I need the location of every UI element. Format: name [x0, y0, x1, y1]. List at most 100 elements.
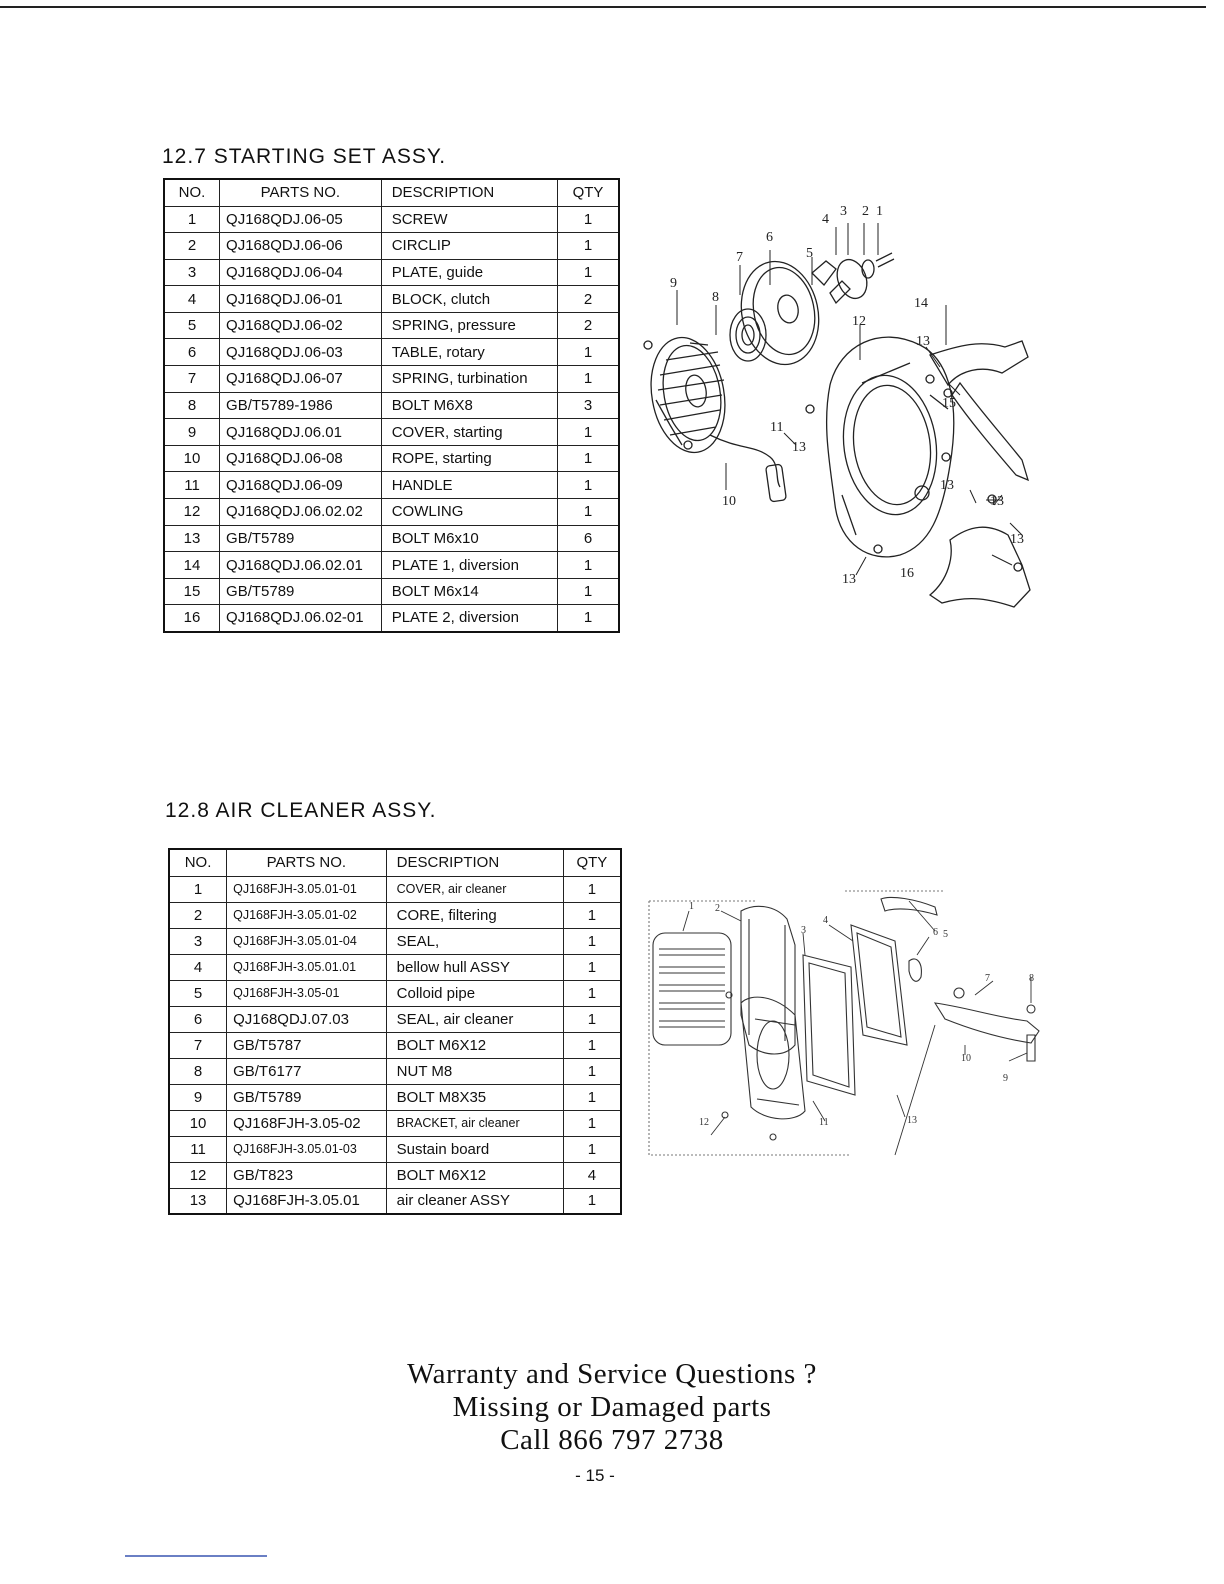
- row-description: COVER, air cleaner: [385, 875, 564, 903]
- row-description: BOLT M6X12: [385, 1031, 564, 1059]
- callout-label: 13: [907, 1115, 917, 1126]
- footer-missing-parts-line: Missing or Damaged parts: [452, 1391, 772, 1423]
- callout-label: 5: [943, 929, 948, 940]
- row-qty: 1: [556, 338, 620, 367]
- row-description: CIRCLIP: [380, 232, 558, 260]
- row-no: 7: [163, 365, 221, 393]
- row-qty: 1: [562, 953, 622, 981]
- row-description: SPRING, turbination: [380, 365, 558, 393]
- row-parts-no: QJ168FJH-3.05-02: [226, 1109, 387, 1137]
- screw-drawing: [875, 252, 895, 268]
- callout-label: 11: [819, 1117, 829, 1128]
- row-qty: 4: [562, 1161, 622, 1189]
- row-no: 11: [163, 471, 221, 500]
- callout-label: 8: [1029, 973, 1034, 984]
- clutch-block-drawing: [811, 260, 851, 305]
- row-no: 8: [168, 1057, 228, 1085]
- diversion-plate-2-drawing: [928, 526, 1031, 608]
- row-description: COWLING: [380, 498, 558, 526]
- row-parts-no: GB/T5789-1986: [219, 391, 382, 420]
- row-parts-no: QJ168FJH-3.05.01-04: [226, 927, 387, 955]
- callout-label: 7: [736, 250, 743, 265]
- row-qty: 1: [556, 604, 620, 632]
- row-qty: 1: [562, 1083, 622, 1111]
- row-description: BLOCK, clutch: [380, 285, 558, 313]
- row-description: NUT M8: [385, 1057, 564, 1085]
- callout-label: 9: [1003, 1073, 1008, 1084]
- row-description: air cleaner ASSY: [385, 1187, 564, 1215]
- row-qty: 1: [556, 258, 620, 287]
- filtering-core-drawing: [652, 932, 732, 1046]
- starting-rope-drawing: [709, 434, 781, 488]
- row-qty: 1: [562, 979, 622, 1007]
- row-qty: 6: [556, 524, 620, 553]
- callout-label: 3: [801, 925, 806, 936]
- row-qty: 1: [562, 927, 622, 955]
- callout-label: 6: [766, 230, 773, 245]
- row-no: 12: [168, 1161, 228, 1189]
- bellow-hull-drawing: [740, 996, 806, 1120]
- row-description: SPRING, pressure: [380, 311, 558, 340]
- row-parts-no: QJ168QDJ.06.02-01: [219, 604, 382, 632]
- row-no: 12: [163, 498, 221, 526]
- row-description: PLATE, guide: [380, 258, 558, 287]
- section-title-starting-set: 12.7 STARTING SET ASSY.: [162, 145, 447, 168]
- row-description: SEAL,: [385, 927, 564, 955]
- callout-label: 16: [900, 566, 914, 581]
- row-description: PLATE 1, diversion: [380, 551, 558, 579]
- row-parts-no: GB/T5789: [219, 524, 382, 553]
- row-no: 9: [168, 1083, 228, 1111]
- row-description: SCREW: [380, 205, 558, 234]
- row-qty: 1: [562, 1187, 622, 1215]
- row-parts-no: QJ168FJH-3.05.01-02: [226, 901, 387, 929]
- starting-handle-drawing: [765, 463, 787, 503]
- callout-label: 7: [985, 973, 990, 984]
- callout-label: 4: [823, 915, 828, 926]
- callout-label: 11: [770, 420, 783, 435]
- row-description: COVER, starting: [380, 418, 558, 446]
- row-parts-no: QJ168QDJ.06-01: [219, 285, 382, 313]
- leader-lines: [676, 223, 1023, 576]
- row-description: CORE, filtering: [385, 901, 564, 929]
- footer-warranty-line: Warranty and Service Questions ?: [407, 1358, 817, 1390]
- row-qty: 1: [556, 365, 620, 393]
- callout-label: 3: [840, 204, 847, 219]
- row-description: BRACKET, air cleaner: [385, 1109, 564, 1137]
- air-cleaner-bracket-drawing: [933, 1002, 1040, 1044]
- header-parts-no: PARTS NO.: [226, 848, 387, 877]
- row-parts-no: QJ168QDJ.06-02: [219, 311, 382, 340]
- row-qty: 1: [562, 1109, 622, 1137]
- bottom-mark: [125, 1555, 267, 1557]
- row-parts-no: QJ168QDJ.06.02.01: [219, 551, 382, 579]
- row-parts-no: GB/T5789: [226, 1083, 387, 1111]
- header-no: NO.: [163, 178, 221, 207]
- header-parts-no: PARTS NO.: [219, 178, 382, 207]
- row-parts-no: QJ168FJH-3.05.01-01: [226, 875, 387, 903]
- row-description: ROPE, starting: [380, 444, 558, 473]
- header-description: DESCRIPTION: [385, 848, 564, 877]
- row-no: 8: [163, 391, 221, 420]
- row-no: 9: [163, 418, 221, 446]
- callout-label: 12: [699, 1117, 709, 1128]
- row-no: 15: [163, 577, 221, 606]
- row-no: 5: [163, 311, 221, 340]
- callout-label: 9: [670, 276, 677, 291]
- row-parts-no: GB/T6177: [226, 1057, 387, 1085]
- row-description: BOLT M6X8: [380, 391, 558, 420]
- row-parts-no: QJ168FJH-3.05-01: [226, 979, 387, 1007]
- row-parts-no: QJ168QDJ.06-05: [219, 205, 382, 234]
